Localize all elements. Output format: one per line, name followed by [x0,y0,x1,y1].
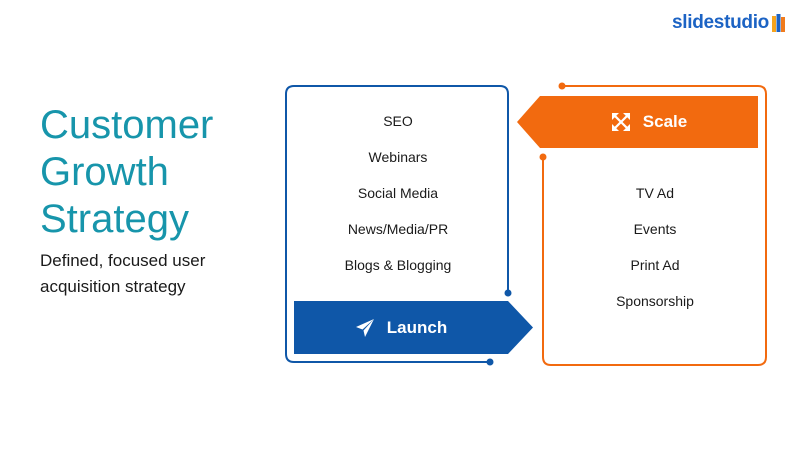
title-line: Strategy [40,197,189,241]
list-item: Webinars [368,149,428,165]
list-item: News/Media/PR [347,221,449,237]
paper-plane-icon [355,318,374,337]
page-title: Customer Growth Strategy [40,102,260,243]
list-item: Events [633,221,677,237]
list-item: Sponsorship [616,293,694,309]
list-item: TV Ad [635,185,675,201]
launch-label: Launch [386,317,448,337]
launch-banner-shape [294,301,533,354]
list-item: Social Media [357,185,439,201]
expand-arrows-icon [611,113,630,131]
scale-banner: Scale [540,96,758,148]
scale-channel-list: TV Ad Events Print Ad Sponsorship [556,184,754,328]
launch-frame-dot [504,289,512,297]
logo: slidestudio [672,12,785,34]
title-line: Growth [40,150,169,194]
launch-frame-dot [486,358,494,366]
title-line: Customer [40,103,214,147]
logo-text: slidestudio [672,12,769,33]
launch-frame-line [285,85,509,363]
scale-frame-dot [558,82,566,90]
scale-frame-dot [539,153,547,161]
list-item: Blogs & Blogging [344,257,452,273]
list-item: SEO [383,113,413,129]
launch-banner: Launch [294,301,508,354]
page-subtitle: Defined, focused user acquisition strate… [40,251,206,296]
scale-frame-line [542,85,767,366]
logo-mark-icon [772,14,785,32]
scale-banner-shape [517,96,758,148]
launch-channel-list: SEO Webinars Social Media News/Media/PR … [298,112,498,292]
list-item: Print Ad [630,257,680,273]
scale-label: Scale [642,112,688,131]
